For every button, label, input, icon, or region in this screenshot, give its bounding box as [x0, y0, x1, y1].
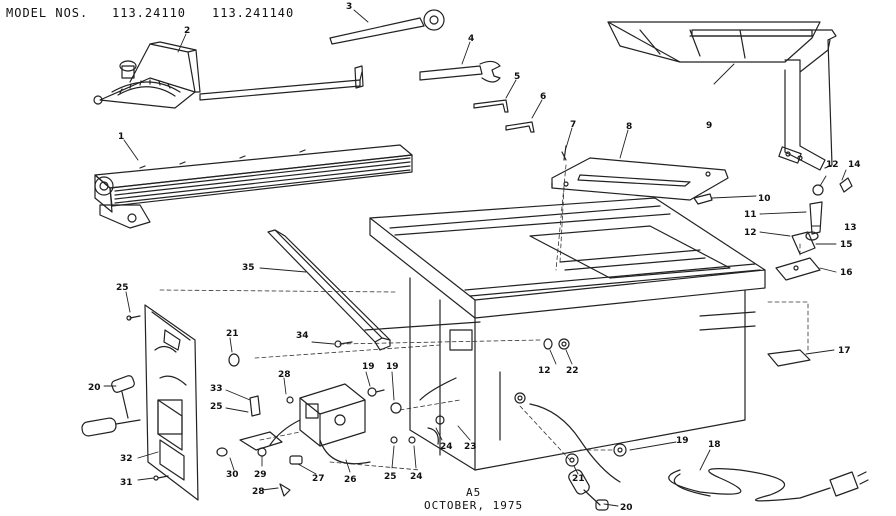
rail-drawing	[267, 229, 391, 351]
callout-25-c: 25	[384, 472, 397, 482]
callout-35: 35	[242, 263, 255, 273]
callout-18: 18	[708, 440, 721, 450]
callout-27: 27	[312, 474, 325, 484]
callout-32: 32	[120, 454, 133, 464]
callout-17: 17	[838, 346, 851, 356]
callout-11: 11	[744, 210, 757, 220]
callout-16: 16	[840, 268, 853, 278]
callout-3: 3	[346, 2, 352, 12]
callout-2: 2	[184, 26, 190, 36]
callout-5: 5	[514, 72, 520, 82]
callout-13: 13	[844, 223, 857, 233]
callout-28-b: 28	[252, 487, 265, 497]
miter-gauge-drawing	[93, 41, 364, 109]
blade-guard-drawing	[607, 21, 837, 171]
callout-21-b: 21	[572, 474, 585, 484]
callout-23: 23	[464, 442, 477, 452]
callout-19-c: 19	[676, 436, 689, 446]
callout-20-right: 20	[620, 503, 633, 513]
switch-box-drawing	[269, 383, 371, 465]
callout-26: 26	[344, 475, 357, 485]
callout-25-a: 25	[116, 283, 129, 293]
open-end-wrench-drawing	[419, 60, 501, 83]
part-10-shape	[693, 193, 713, 205]
model-numbers-label: MODEL NOS.	[6, 6, 89, 20]
saw-table-body-drawing	[364, 197, 766, 471]
assembly-dashed-lines	[159, 164, 809, 471]
callout-29: 29	[254, 470, 267, 480]
power-cord-drawing	[529, 403, 869, 502]
publication-date: OCTOBER, 1975	[424, 499, 524, 512]
callout-31: 31	[120, 478, 133, 488]
callout-28-a: 28	[278, 370, 291, 380]
callout-12-mid: 12	[744, 228, 757, 238]
arbor-wrench-drawing	[329, 9, 445, 45]
callout-15: 15	[840, 240, 853, 250]
page-number: A5	[466, 486, 482, 499]
rip-fence-drawing	[94, 144, 413, 229]
part-17-shape	[767, 349, 811, 367]
callout-33: 33	[210, 384, 223, 394]
callout-30: 30	[226, 470, 239, 480]
callout-34: 34	[296, 331, 309, 341]
callout-22: 22	[566, 366, 579, 376]
callout-24-b: 24	[410, 472, 423, 482]
model-number-a: 113.24110	[112, 6, 187, 20]
small-hardware-drawing	[126, 151, 627, 497]
crank-handle-left-drawing	[81, 375, 141, 437]
throat-plate-drawing	[551, 145, 729, 201]
callout-10: 10	[758, 194, 771, 204]
callout-9: 9	[706, 121, 712, 131]
callout-12-low: 12	[538, 366, 551, 376]
callout-6: 6	[540, 92, 546, 102]
guard-bracket-hardware-drawing	[775, 177, 853, 281]
callout-14: 14	[848, 160, 861, 170]
callout-1: 1	[118, 132, 124, 142]
callout-19-b: 19	[386, 362, 399, 372]
callout-7: 7	[570, 120, 576, 130]
callout-21-a: 21	[226, 329, 239, 339]
hex-keys-drawing	[473, 99, 535, 133]
callout-19-a: 19	[362, 362, 375, 372]
callout-24-a: 24	[440, 442, 453, 452]
callout-25-b: 25	[210, 402, 223, 412]
model-number-b: 113.241140	[212, 6, 295, 20]
callout-labels: 1 2 3 4 5 6 7 8 9 10 11 12 12 12 13 14 1…	[88, 2, 861, 513]
callout-12-top: 12	[826, 160, 839, 170]
callout-4: 4	[468, 34, 474, 44]
leader-lines	[103, 9, 847, 507]
switch-panel-drawing	[144, 304, 199, 501]
callout-20-left: 20	[88, 383, 101, 393]
callout-8: 8	[626, 122, 632, 132]
